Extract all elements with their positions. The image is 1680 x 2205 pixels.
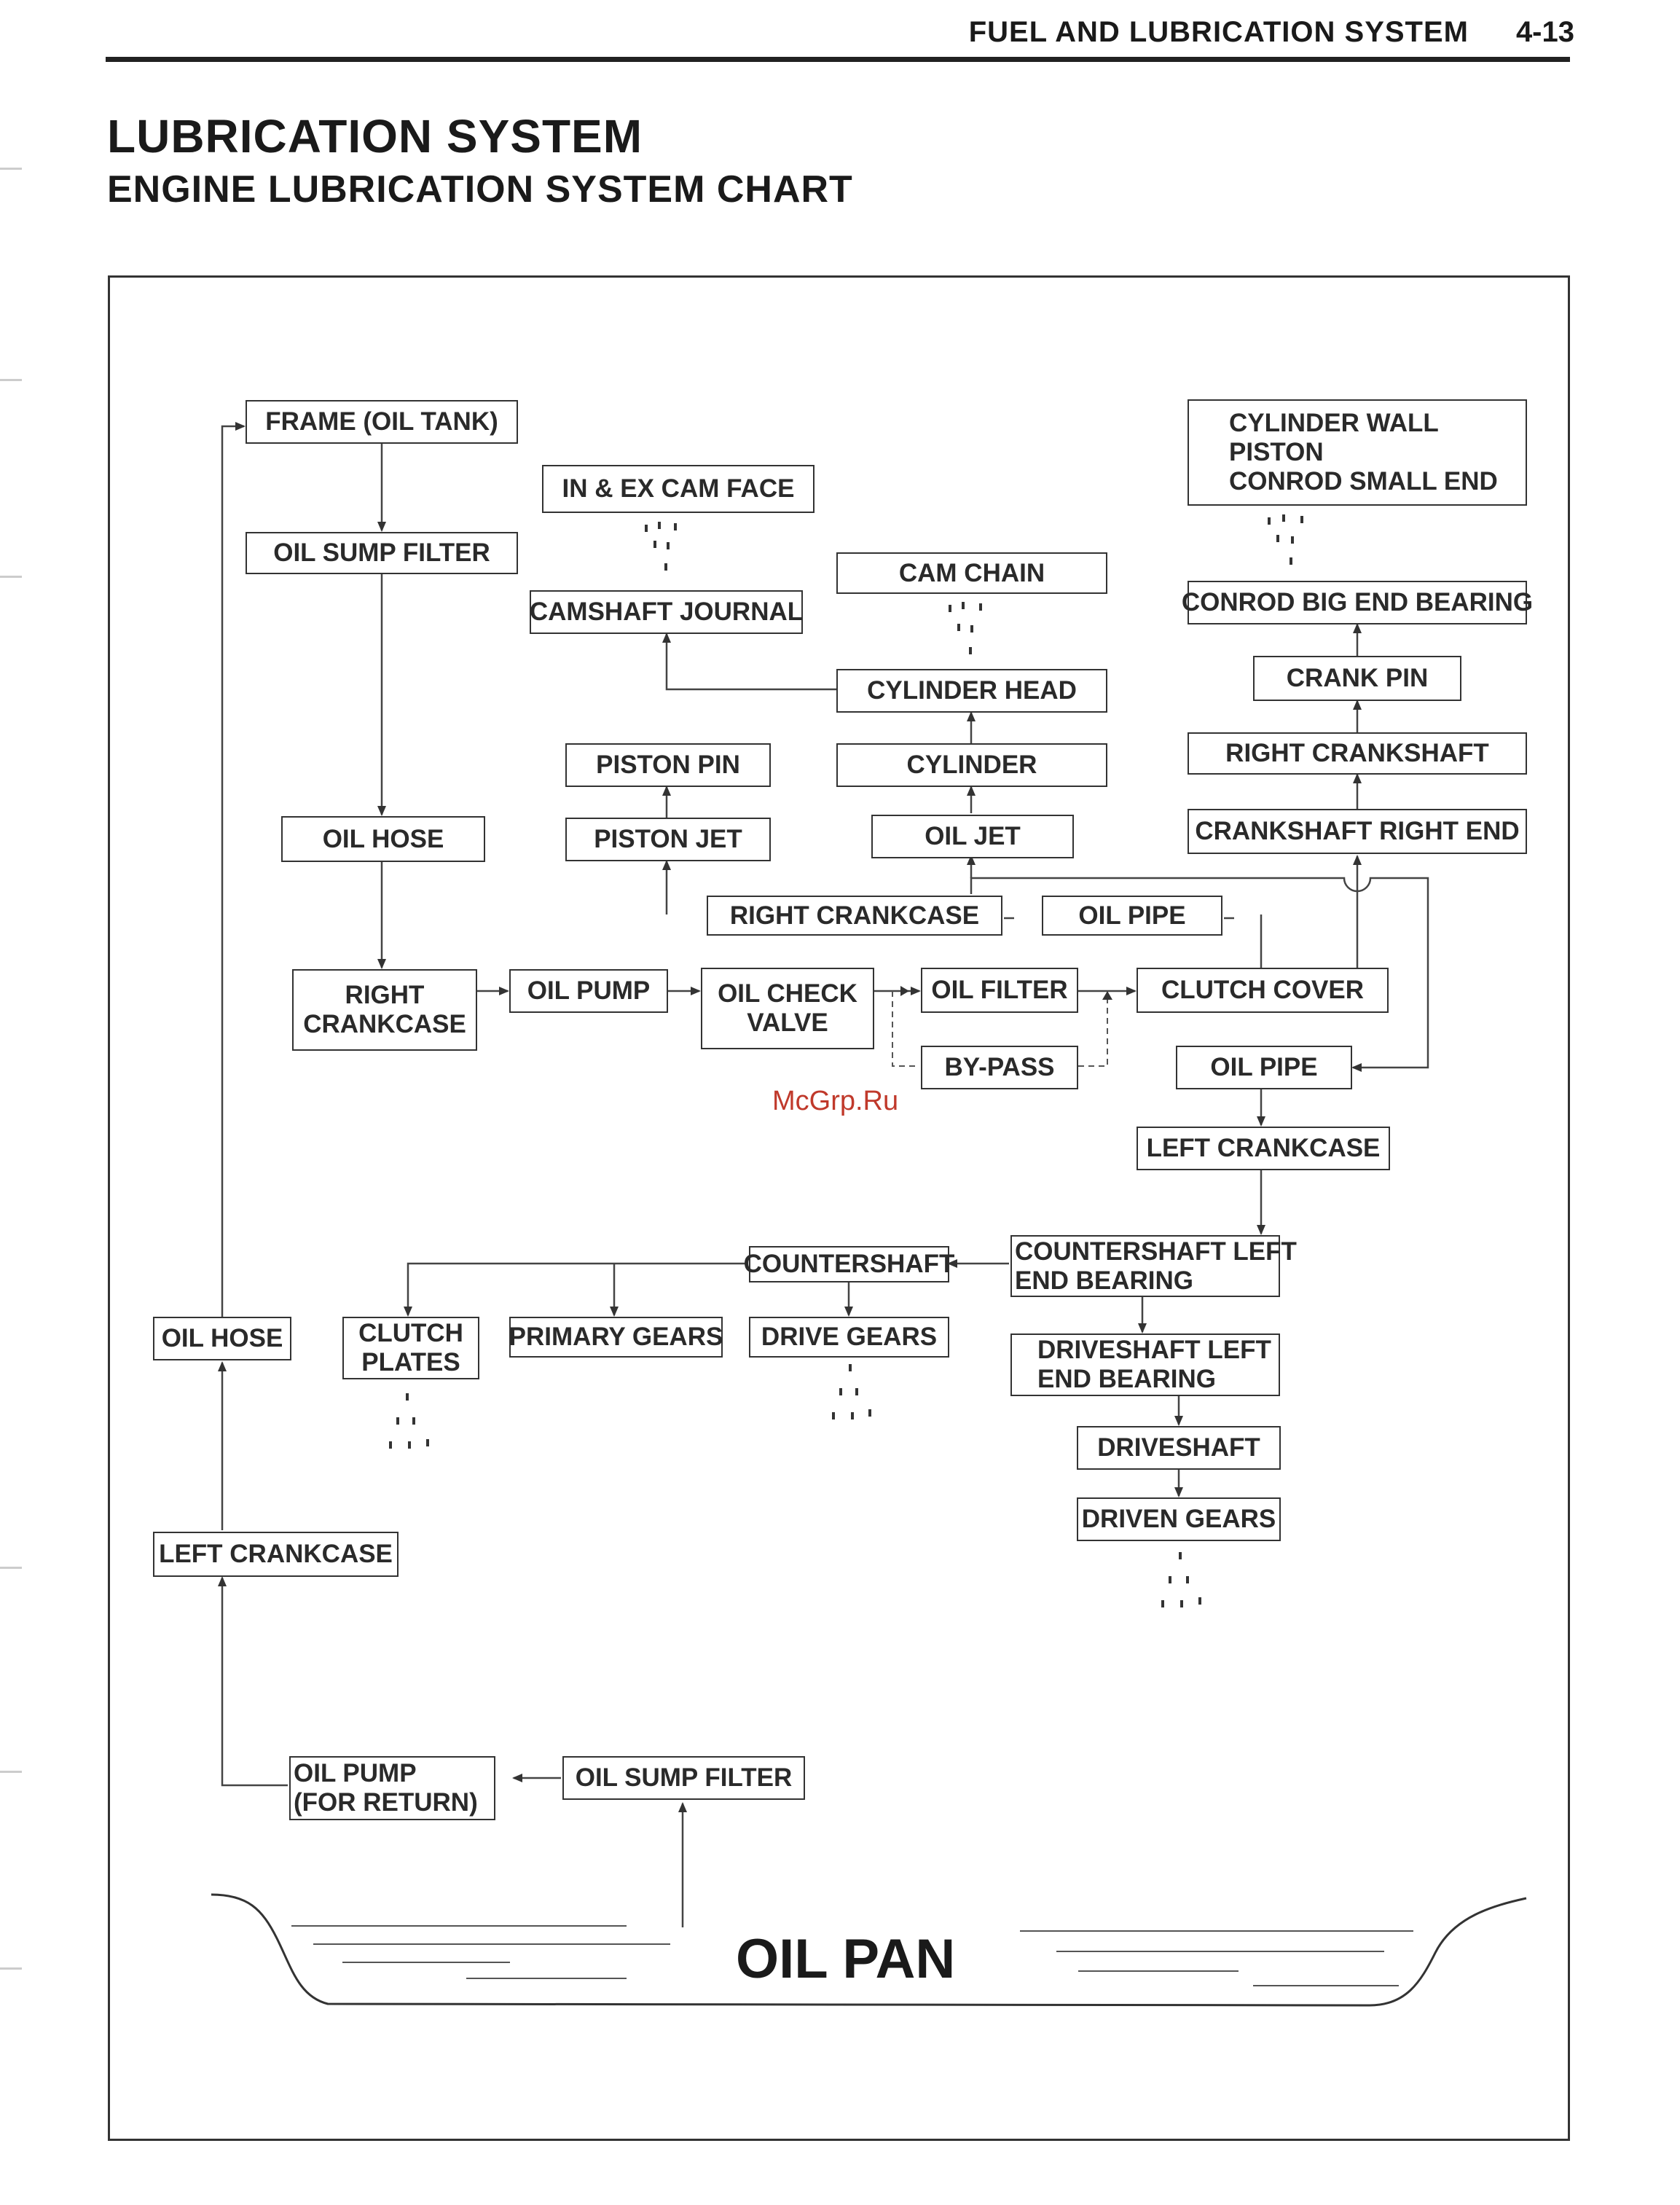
- node-oil-pipe-right: OIL PIPE: [1176, 1046, 1352, 1089]
- node-piston-pin: PISTON PIN: [565, 743, 771, 787]
- header-rule: [106, 57, 1570, 62]
- node-crankshaft-right-end: CRANKSHAFT RIGHT END: [1188, 809, 1527, 854]
- diagram-frame: [108, 275, 1570, 2141]
- margin-mark: [0, 1567, 22, 1569]
- margin-mark: [0, 379, 22, 381]
- page-header: FUEL AND LUBRICATION SYSTEM 4-13: [0, 0, 1680, 66]
- node-drive-gears: DRIVE GEARS: [749, 1317, 949, 1358]
- node-camshaft-journal: CAMSHAFT JOURNAL: [530, 590, 803, 634]
- watermark: McGrp.Ru: [772, 1086, 899, 1116]
- margin-mark: [0, 1771, 22, 1773]
- margin-mark: [0, 576, 22, 578]
- node-oil-pump-return: OIL PUMP(FOR RETURN): [289, 1756, 495, 1820]
- node-oil-pump: OIL PUMP: [509, 969, 668, 1013]
- node-left-crankcase-right: LEFT CRANKCASE: [1137, 1127, 1390, 1170]
- margin-mark: [0, 168, 22, 170]
- node-oil-pipe-mid: OIL PIPE: [1042, 896, 1222, 936]
- node-cylinder-head: CYLINDER HEAD: [836, 669, 1107, 713]
- node-oil-hose-top: OIL HOSE: [281, 816, 485, 862]
- node-right-crankshaft: RIGHT CRANKSHAFT: [1188, 732, 1527, 775]
- chart-title: ENGINE LUBRICATION SYSTEM CHART: [107, 168, 853, 211]
- node-piston-jet: PISTON JET: [565, 818, 771, 861]
- node-right-crankcase-mid: RIGHT CRANKCASE: [707, 896, 1002, 936]
- node-oil-sump-filter-bottom: OIL SUMP FILTER: [562, 1756, 805, 1800]
- oil-surface-lines: [291, 1925, 1413, 1986]
- oil-pan-outline: [211, 1893, 1527, 2007]
- node-clutch-cover: CLUTCH COVER: [1137, 968, 1389, 1013]
- node-frame-oil-tank: FRAME (OIL TANK): [246, 400, 518, 444]
- node-by-pass: BY-PASS: [921, 1046, 1078, 1089]
- node-cam-chain: CAM CHAIN: [836, 552, 1107, 594]
- node-cylinder: CYLINDER: [836, 743, 1107, 787]
- node-driven-gears: DRIVEN GEARS: [1077, 1497, 1281, 1541]
- node-oil-jet: OIL JET: [871, 815, 1074, 858]
- node-primary-gears: PRIMARY GEARS: [509, 1317, 723, 1358]
- node-oil-sump-filter-top: OIL SUMP FILTER: [246, 532, 518, 574]
- node-oil-filter: OIL FILTER: [921, 968, 1078, 1013]
- node-left-crankcase-left: LEFT CRANKCASE: [153, 1532, 399, 1577]
- node-driveshaft: DRIVESHAFT: [1077, 1426, 1281, 1470]
- node-in-ex-cam-face: IN & EX CAM FACE: [542, 465, 815, 513]
- node-conrod-big-end-bearing: CONROD BIG END BEARING: [1182, 581, 1533, 624]
- page-title: LUBRICATION SYSTEM: [107, 110, 643, 162]
- margin-mark: [0, 1967, 22, 1970]
- oil-pan-label: OIL PAN: [736, 1928, 956, 1990]
- section-title: FUEL AND LUBRICATION SYSTEM: [968, 16, 1469, 48]
- node-countershaft: COUNTERSHAFT: [744, 1246, 954, 1282]
- node-oil-hose-left: OIL HOSE: [153, 1317, 291, 1360]
- node-crank-pin: CRANK PIN: [1253, 656, 1461, 701]
- page-number: 4-13: [1515, 16, 1574, 48]
